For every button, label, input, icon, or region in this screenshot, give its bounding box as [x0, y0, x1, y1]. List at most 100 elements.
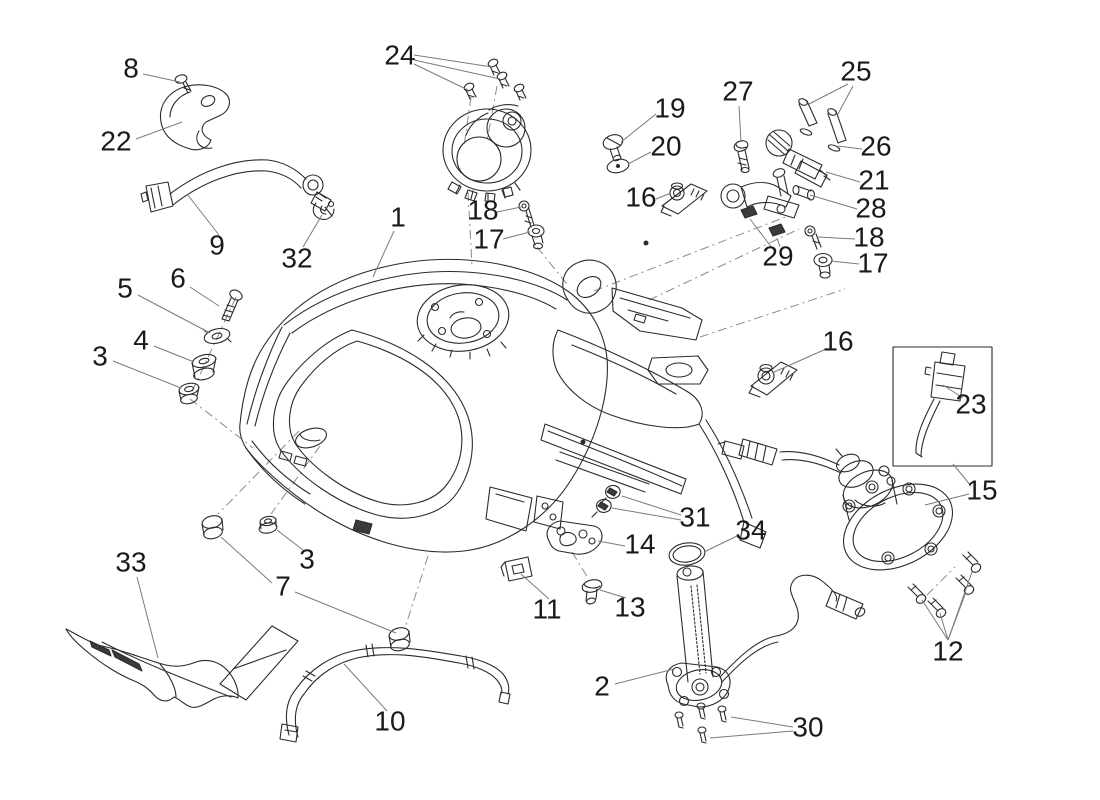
- callout-label-13: 13: [614, 591, 645, 622]
- rings-26: [799, 128, 841, 152]
- leader-line-16: [655, 192, 672, 200]
- rubber-mount-16-right: [748, 361, 798, 398]
- callout-label-31: 31: [679, 501, 710, 532]
- leader-line-12: [939, 612, 949, 641]
- leader-line-15: [924, 493, 970, 506]
- oring-34: [668, 542, 706, 566]
- callout-label-25: 25: [840, 55, 871, 86]
- callout-label-9: 9: [209, 229, 225, 260]
- leader-line-22: [135, 121, 183, 140]
- fuel-pump-assembly-15: [717, 438, 954, 571]
- rubber-mount-16-top: [660, 182, 708, 217]
- frame: [485, 240, 767, 549]
- callout-label-14: 14: [624, 528, 655, 559]
- callout-label-17: 17: [857, 247, 888, 278]
- flange-ears: [842, 480, 946, 565]
- washer-5: [202, 327, 232, 345]
- callout-label-3: 3: [92, 340, 108, 371]
- callout-label-10: 10: [374, 705, 405, 736]
- leader-line-19: [620, 113, 657, 143]
- leader-line-7: [294, 591, 397, 634]
- leader-line-12: [947, 591, 967, 641]
- leader-line-33: [136, 576, 159, 659]
- callout-label-18: 18: [853, 221, 884, 252]
- fuel-valve-21: [765, 129, 831, 188]
- callout-label-18: 18: [467, 194, 498, 225]
- callout-label-16: 16: [822, 325, 853, 356]
- leader-line-29: [749, 218, 773, 249]
- leader-line-32: [302, 214, 323, 248]
- leader-line-2: [614, 668, 675, 685]
- leader-line-20: [627, 151, 652, 165]
- clips-29: [740, 205, 786, 237]
- sender-screws-30: [674, 702, 727, 744]
- fuel-level-sender-2: [665, 565, 866, 708]
- leader-line-31: [611, 507, 682, 521]
- leader-line-24: [413, 54, 493, 68]
- leader-line-18: [496, 206, 522, 213]
- leader-line-7: [220, 536, 273, 584]
- leader-line-9: [186, 193, 220, 236]
- breather-hose-10: [279, 643, 511, 743]
- callout-label-32: 32: [281, 242, 312, 273]
- callout-label-17: 17: [473, 223, 504, 254]
- pump-screws-12: [907, 551, 982, 618]
- fuel-tank: [239, 258, 608, 553]
- leader-line-24: [413, 63, 469, 91]
- clip-11: [500, 556, 533, 582]
- leader-line-27: [738, 105, 742, 143]
- washer-20: [606, 158, 630, 174]
- callout-label-23: 23: [955, 388, 986, 419]
- callout-label-21: 21: [858, 164, 889, 195]
- callout-label-26: 26: [860, 130, 891, 161]
- callout-label-3: 3: [299, 543, 315, 574]
- callout-label-2: 2: [594, 670, 610, 701]
- callout-label-7: 7: [275, 570, 291, 601]
- rivet-13: [581, 579, 603, 605]
- leader-line-23: [942, 384, 964, 399]
- leader-line-18: [817, 236, 856, 240]
- callout-label-8: 8: [123, 52, 139, 83]
- leader-line-30: [709, 730, 794, 739]
- leader-line-28: [809, 194, 858, 210]
- leader-line-29: [776, 237, 781, 248]
- callout-label-19: 19: [654, 92, 685, 123]
- valve-bracket: [720, 168, 800, 219]
- leader-line-31: [621, 495, 682, 516]
- leader-line-12: [921, 599, 949, 641]
- screw-19: [602, 134, 624, 162]
- leader-line-16: [771, 348, 827, 374]
- callout-label-4: 4: [133, 324, 149, 355]
- leader-line-17: [502, 231, 531, 240]
- sensor-bracket-22: [159, 84, 230, 151]
- spacer-28: [792, 184, 816, 201]
- grommet-17-center: [527, 224, 545, 250]
- leader-line-13: [599, 589, 627, 599]
- callout-label-6: 6: [170, 262, 186, 293]
- leader-line-30: [730, 716, 794, 728]
- leader-line-1: [372, 230, 395, 278]
- leader-line-11: [520, 573, 550, 600]
- spacer-4: [191, 353, 217, 381]
- bracket-14: [546, 520, 603, 555]
- callout-label-28: 28: [855, 192, 886, 223]
- screw-18-right: [804, 225, 822, 250]
- clips-31: [591, 484, 621, 518]
- callout-label-24: 24: [384, 39, 415, 70]
- leader-line-10: [343, 663, 388, 712]
- callout-label-5: 5: [117, 272, 133, 303]
- callout-label-1: 1: [390, 201, 406, 232]
- pins-25: [798, 98, 847, 144]
- leader-line-25: [808, 83, 849, 105]
- grommet-3-under: [258, 515, 278, 534]
- heat-shield-33: [65, 625, 299, 708]
- leader-line-34: [703, 535, 738, 553]
- leader-line-21: [825, 171, 861, 183]
- damper-7-rear: [388, 627, 411, 652]
- projection-lines: [189, 85, 956, 629]
- leader-line-8: [142, 73, 181, 83]
- leader-line-26: [837, 145, 863, 150]
- callout-label-12: 12: [932, 635, 963, 666]
